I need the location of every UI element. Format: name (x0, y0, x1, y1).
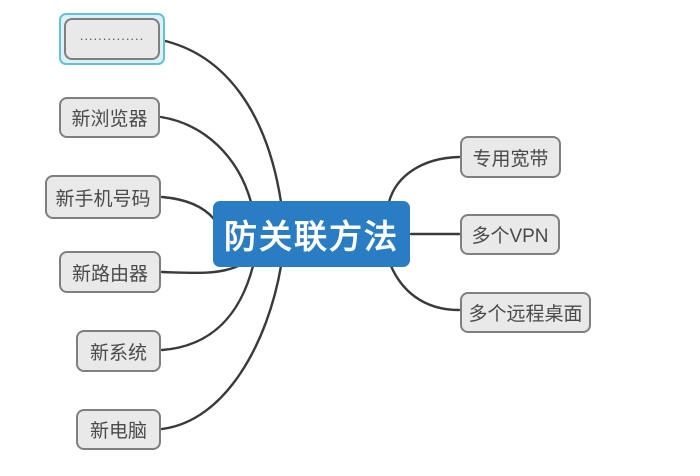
node-central-topic[interactable]: 防关联方法 (213, 201, 410, 267)
node-new-router[interactable]: 新路由器 (59, 251, 161, 293)
node-new-system[interactable]: 新系统 (76, 330, 161, 372)
connector-multiple-remote-desktop (389, 264, 461, 312)
connector-new-phone-number (160, 195, 216, 221)
central-topic-label: 防关联方法 (224, 218, 399, 255)
node-label: 多个VPN (471, 226, 549, 247)
connector-new-browser (159, 115, 253, 204)
connector-dedicated-broadband (387, 155, 461, 204)
node-new-browser[interactable]: 新浏览器 (59, 97, 160, 138)
node-label: .............. (79, 27, 145, 43)
node-multiple-remote-desktop[interactable]: 多个远程桌面 (460, 292, 591, 333)
node-label: 新手机号码 (55, 188, 151, 210)
node-label: 新电脑 (89, 421, 147, 442)
node-new-computer[interactable]: 新电脑 (76, 409, 161, 450)
selection-ring: .............. (59, 13, 165, 65)
node-placeholder[interactable]: .............. (64, 18, 160, 60)
connector-new-router (160, 264, 240, 275)
node-dedicated-broadband[interactable]: 专用宽带 (460, 136, 561, 178)
connector-new-computer (160, 264, 283, 431)
connector-placeholder (159, 38, 283, 204)
node-label: 专用宽带 (472, 148, 549, 170)
node-label: 多个远程桌面 (468, 304, 583, 325)
connector-new-system (160, 264, 255, 352)
node-new-phone-number[interactable]: 新手机号码 (45, 175, 161, 219)
node-label: 新浏览器 (71, 109, 148, 130)
node-multiple-vpn[interactable]: 多个VPN (460, 214, 560, 255)
node-label: 新系统 (89, 342, 147, 364)
node-label: 新路由器 (71, 263, 148, 285)
